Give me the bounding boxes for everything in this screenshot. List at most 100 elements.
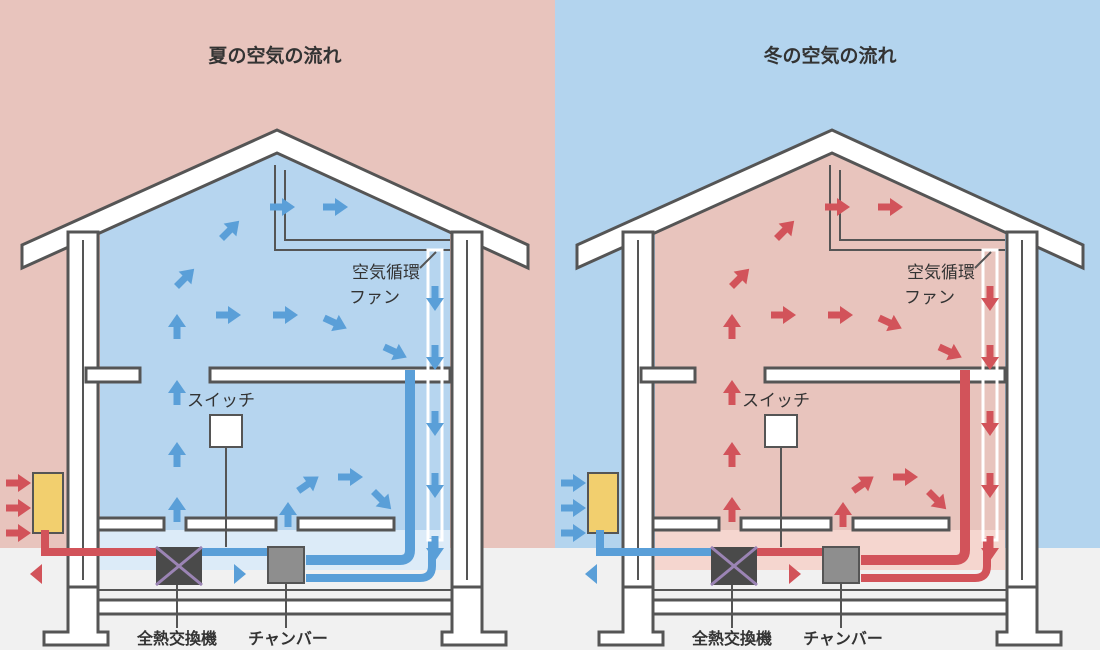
- fan-label-line2: ファン: [349, 288, 400, 308]
- erv-label: 全熱交換機: [691, 629, 772, 648]
- roof: [575, 128, 1085, 271]
- fan-label-line1: 空気循環: [352, 263, 420, 283]
- up-arrow-icon: [168, 380, 186, 405]
- up-arrow-icon: [168, 442, 186, 467]
- roof: [20, 128, 530, 271]
- right-arrow-icon: [338, 468, 363, 486]
- ground-floor-segment: [184, 516, 278, 532]
- erv-cross-icon: [155, 545, 203, 587]
- ground-floor-segment: [739, 516, 833, 532]
- right-arrow-icon: [893, 468, 918, 486]
- intake-duct: [41, 530, 160, 556]
- fan-label-line1: 空気循環: [907, 263, 975, 283]
- mid-floor-left: [639, 366, 697, 384]
- down-arrow-icon: [981, 286, 999, 311]
- intake-arrow: [6, 524, 31, 542]
- chamber-label: チャンバー: [248, 629, 328, 648]
- down-arrow-icon: [426, 345, 444, 370]
- mid-floor-left: [84, 366, 142, 384]
- diag-arrow-icon: [219, 220, 240, 241]
- intake-arrow: [6, 499, 31, 517]
- foundation-beam: [84, 598, 466, 616]
- fan-leader: [974, 251, 992, 269]
- loft-partition: [274, 165, 450, 251]
- diag-arrow-icon: [774, 220, 795, 241]
- chamber-label: チャンバー: [803, 629, 883, 648]
- down-arrow-icon: [981, 345, 999, 370]
- diag-arrow-icon: [371, 489, 392, 510]
- down-arrow-icon: [426, 286, 444, 311]
- intake-arrow: [561, 499, 586, 517]
- chamber-box-icon: [822, 546, 860, 584]
- right-arrow-icon: [878, 198, 903, 216]
- panel-title: 冬の空気の流れ: [763, 44, 896, 67]
- right-arrow-icon: [270, 198, 295, 216]
- down-arrow-icon: [981, 411, 999, 436]
- down-arrow-icon: [981, 536, 999, 561]
- up-arrow-icon: [168, 314, 186, 339]
- chamber-box-icon: [267, 546, 305, 584]
- down-arrow-icon: [426, 473, 444, 498]
- switch-box-icon: [764, 414, 798, 448]
- right-arrow-icon: [828, 306, 853, 324]
- down-arrow-icon: [426, 411, 444, 436]
- left-footing: [42, 585, 110, 647]
- up-arrow-icon: [723, 442, 741, 467]
- diag-arrow-icon: [382, 343, 407, 361]
- return-duct: [861, 538, 991, 582]
- erv-label: 全熱交換機: [136, 629, 217, 648]
- ground-floor-segment: [296, 516, 396, 532]
- right-arrow-icon: [323, 198, 348, 216]
- diag-arrow-icon: [851, 476, 874, 494]
- up-arrow-icon: [723, 314, 741, 339]
- right-arrow-icon: [273, 306, 298, 324]
- down-arrow-icon: [426, 536, 444, 561]
- erv-cross-icon: [710, 545, 758, 587]
- intake-duct: [596, 530, 715, 556]
- fan-label-line2: ファン: [904, 288, 955, 308]
- up-arrow-icon: [723, 497, 741, 522]
- loft-partition: [829, 165, 1005, 251]
- up-arrow-icon: [168, 497, 186, 522]
- diag-arrow-icon: [877, 314, 902, 332]
- switch-label: スイッチ: [187, 391, 255, 411]
- diag-arrow-icon: [729, 268, 750, 289]
- panel-title: 夏の空気の流れ: [208, 44, 341, 67]
- ground-floor-segment: [651, 516, 721, 532]
- return-duct: [306, 538, 436, 582]
- left-footing: [597, 585, 665, 647]
- diag-arrow-icon: [926, 489, 947, 510]
- switch-label: スイッチ: [742, 391, 810, 411]
- diag-arrow-icon: [322, 314, 347, 332]
- right-footing: [440, 585, 508, 647]
- riser-duct: [306, 370, 415, 565]
- diag-arrow-icon: [296, 476, 319, 494]
- intake-arrow: [561, 474, 586, 492]
- mid-floor-right: [763, 366, 1007, 384]
- ground-floor-segment: [96, 516, 166, 532]
- intake-arrow: [6, 474, 31, 492]
- up-arrow-icon: [279, 502, 297, 527]
- right-arrow-icon: [825, 198, 850, 216]
- right-arrow-icon: [771, 306, 796, 324]
- right-footing: [995, 585, 1063, 647]
- intake-arrow: [561, 524, 586, 542]
- switch-box-icon: [209, 414, 243, 448]
- foundation-beam: [639, 598, 1021, 616]
- down-arrow-icon: [981, 473, 999, 498]
- diag-arrow-icon: [937, 343, 962, 361]
- right-arrow-icon: [216, 306, 241, 324]
- mid-floor-right: [208, 366, 452, 384]
- fan-leader: [419, 251, 437, 269]
- diag-arrow-icon: [174, 268, 195, 289]
- outdoor-unit-icon: [587, 472, 619, 534]
- riser-duct: [861, 370, 970, 565]
- ground-floor-segment: [851, 516, 951, 532]
- up-arrow-icon: [723, 380, 741, 405]
- up-arrow-icon: [834, 502, 852, 527]
